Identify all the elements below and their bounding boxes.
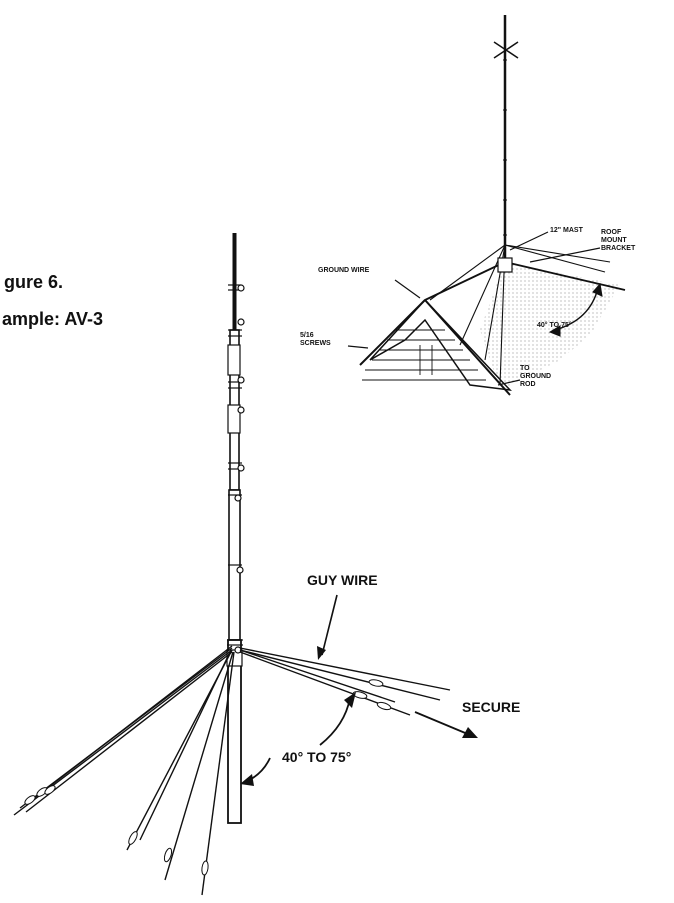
inset-labels: 12" MAST ROOF MOUNT BRACKET GROUND WIRE … [300, 227, 636, 388]
roof-mount-inset [347, 15, 626, 396]
guy-wire-callout: GUY WIRE [307, 572, 378, 660]
inset-ground-rod-line3: ROD [520, 381, 536, 388]
inset-roof-mount-line3: BRACKET [601, 245, 636, 252]
inset-angle-label: 40° TO 75° [537, 321, 572, 329]
turnbuckles [24, 679, 392, 876]
figure-caption-number: gure 6. [4, 272, 63, 292]
inset-screws-line2: SCREWS [300, 340, 331, 347]
secure-callout: SECURE [414, 699, 520, 738]
figure-caption-model: ample: AV-3 [2, 309, 103, 329]
inset-roof-mount-line2: MOUNT [601, 237, 627, 244]
guy-wires [13, 645, 451, 896]
inset-ground-rod-line2: GROUND [520, 373, 551, 380]
vertical-antenna [226, 233, 245, 824]
secure-label: SECURE [462, 699, 520, 715]
inset-mast-label: 12" MAST [550, 227, 584, 234]
inset-screws-line1: 5/16 [300, 332, 314, 339]
angle-callout: 40° TO 75° [240, 692, 356, 786]
angle-label: 40° TO 75° [282, 749, 351, 765]
inset-roof-mount-line1: ROOF [601, 229, 622, 236]
guy-wire-label: GUY WIRE [307, 572, 378, 588]
inset-ground-wire-label: GROUND WIRE [318, 267, 370, 274]
inset-ground-rod-line1: TO [520, 365, 530, 372]
